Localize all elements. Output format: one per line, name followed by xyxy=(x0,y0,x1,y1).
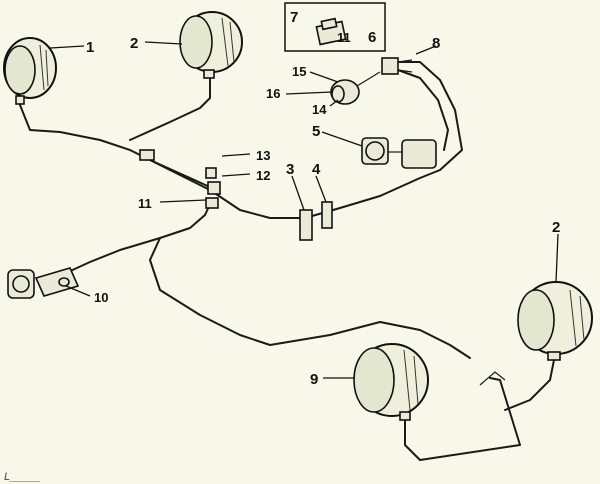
callout-11-box: 11 xyxy=(337,30,351,45)
callout-1: 1 xyxy=(86,39,94,56)
relay-5 xyxy=(361,137,437,169)
callout-11: 11 xyxy=(138,196,152,211)
callout-10: 10 xyxy=(94,290,108,305)
callout-2-top: 2 xyxy=(130,35,138,52)
leader-lines xyxy=(49,41,559,379)
callout-6: 6 xyxy=(368,29,376,46)
switch-box xyxy=(284,2,386,52)
callouts: 1 2 7 11 6 8 15 16 14 5 13 12 3 4 11 10 … xyxy=(86,9,560,388)
callout-4: 4 xyxy=(312,161,321,178)
connectors-center xyxy=(139,149,221,209)
lamp-9 xyxy=(353,343,429,421)
connectors-3-4 xyxy=(299,201,333,241)
lamp-2-top xyxy=(179,11,243,79)
figure-code: L_____ xyxy=(4,471,41,483)
callout-15: 15 xyxy=(292,64,306,79)
main-harness xyxy=(17,61,556,461)
lamp-2-right xyxy=(517,281,593,361)
callout-12: 12 xyxy=(256,168,270,183)
lamp-1 xyxy=(3,37,57,105)
callout-7: 7 xyxy=(290,9,298,26)
callout-3: 3 xyxy=(286,161,294,178)
callout-5: 5 xyxy=(312,123,320,140)
connector-8 xyxy=(381,57,413,75)
callout-8: 8 xyxy=(432,35,440,52)
switch-assembly xyxy=(330,71,381,105)
callout-13: 13 xyxy=(256,148,270,163)
plug-10 xyxy=(7,267,80,299)
callout-9: 9 xyxy=(310,371,318,388)
callout-14: 14 xyxy=(312,102,327,117)
callout-2-right: 2 xyxy=(552,219,560,236)
callout-16: 16 xyxy=(266,86,280,101)
